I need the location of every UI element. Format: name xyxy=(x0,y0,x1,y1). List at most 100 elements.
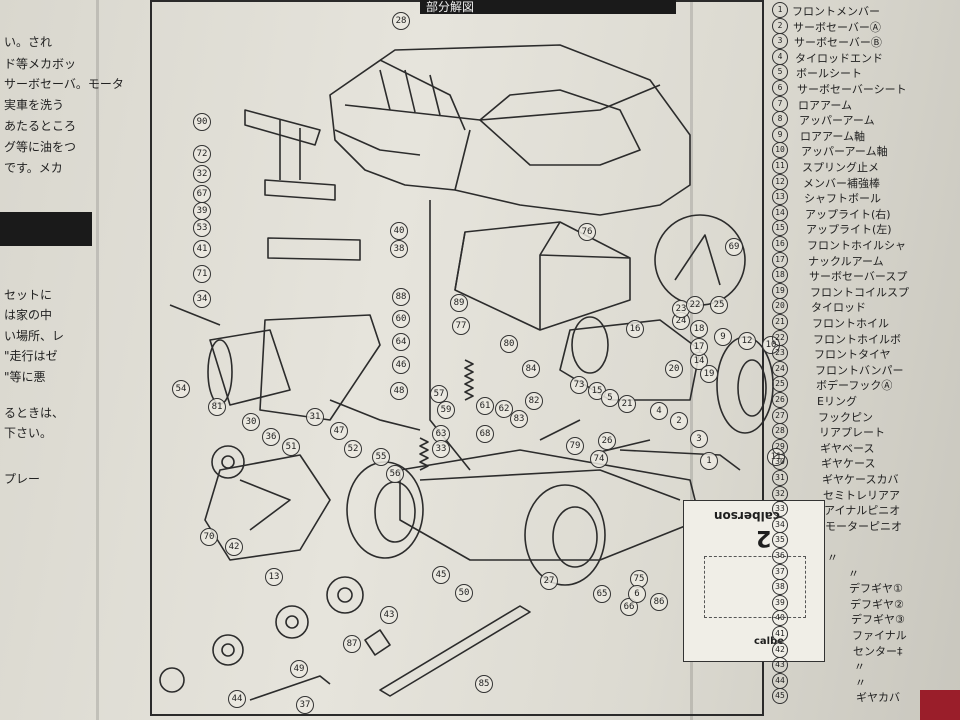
part-name: フロントバンパー xyxy=(815,363,904,377)
part-number: 39 xyxy=(772,594,788,611)
part-number: 8 xyxy=(772,111,788,128)
part-name: フロントホイル xyxy=(812,317,889,330)
part-callout: 12 xyxy=(738,332,756,350)
part-number: 2 xyxy=(772,17,788,34)
part-callout: 41 xyxy=(193,240,211,258)
part-number: 14 xyxy=(772,204,788,221)
left-instructions-column: い。され ド等メカボッ サーボセーバ。モータ 実車を洗う あたるところ グ等に油… xyxy=(0,0,124,720)
part-number: 29 xyxy=(772,438,788,455)
part-callout: 34 xyxy=(193,290,211,308)
part-name: サーボセーバースプ xyxy=(809,270,908,284)
corner-shadow xyxy=(920,690,960,720)
part-number: 6 xyxy=(772,80,788,96)
part-callout: 77 xyxy=(452,317,470,335)
part-number: 33 xyxy=(772,501,788,518)
part-name: サーボセーバーシート xyxy=(797,83,907,96)
part-name: セミトレリアア xyxy=(823,488,900,502)
part-callout: 86 xyxy=(650,593,668,611)
part-number: 36 xyxy=(772,548,788,564)
instruction-line: グ等に油をつ xyxy=(4,140,77,154)
part-name: ロアアーム xyxy=(798,98,853,112)
part-number: 43 xyxy=(772,657,788,674)
part-callout: 30 xyxy=(242,413,260,431)
part-callout: 37 xyxy=(296,696,314,714)
part-number: 13 xyxy=(772,189,788,206)
part-callout: 79 xyxy=(566,437,584,455)
part-number: 41 xyxy=(772,626,788,642)
part-name: アップライト(左) xyxy=(806,223,892,237)
part-callout: 65 xyxy=(593,585,611,603)
part-callout: 19 xyxy=(700,365,718,383)
instruction-line: るときは、 xyxy=(4,406,65,420)
part-callout: 71 xyxy=(193,265,211,283)
instruction-line: い場所、レ xyxy=(4,329,65,343)
part-name: 〃 xyxy=(855,675,866,689)
part-name: モーターピニオ xyxy=(825,519,902,533)
part-number: 11 xyxy=(772,158,788,174)
part-callout: 73 xyxy=(570,376,588,394)
paper-fold xyxy=(96,0,99,720)
part-callout: 51 xyxy=(282,438,300,456)
part-name: タイロッド xyxy=(811,301,866,315)
part-callout: 1 xyxy=(700,452,718,470)
part-number: 42 xyxy=(772,641,788,658)
part-name: ギヤベース xyxy=(820,441,875,455)
part-number: 28 xyxy=(772,423,788,440)
part-callout: 43 xyxy=(380,606,398,624)
part-callout: 31 xyxy=(306,408,324,426)
instruction-line: は家の中 xyxy=(4,308,53,322)
part-name: シャフトボール xyxy=(804,192,881,206)
part-callout: 47 xyxy=(330,422,348,440)
part-callout: 48 xyxy=(390,382,408,400)
part-name: アッパーアーム軸 xyxy=(801,145,888,159)
instruction-line: "走行はゼ xyxy=(4,349,58,363)
part-name: デフギヤ③ xyxy=(851,613,905,627)
part-callout: 76 xyxy=(578,223,596,241)
part-callout: 54 xyxy=(172,380,190,398)
part-name: ナックルアーム xyxy=(808,254,884,268)
part-name: サーボセーバーⒷ xyxy=(794,36,882,50)
part-number: 22 xyxy=(772,329,788,346)
part-number: 45 xyxy=(772,688,788,705)
part-name: アイナルピニオ xyxy=(824,504,901,518)
part-number: 5 xyxy=(772,64,788,81)
part-callout: 39 xyxy=(193,202,211,220)
part-number: 9 xyxy=(772,126,788,143)
part-name: Eリング xyxy=(817,395,857,408)
part-name: スプリング止メ xyxy=(802,161,879,174)
part-callout: 20 xyxy=(665,360,683,378)
part-name: デフギヤ② xyxy=(850,597,904,611)
part-number: 10 xyxy=(772,142,788,159)
decal-text: calbe xyxy=(754,636,785,647)
part-callout: 44 xyxy=(228,690,246,708)
part-callout: 88 xyxy=(392,288,410,306)
part-callout: 85 xyxy=(475,675,493,693)
instruction-line: "等に悪 xyxy=(4,370,46,384)
part-number: 27 xyxy=(772,407,788,424)
part-callout: 61 xyxy=(476,397,494,415)
part-callout: 27 xyxy=(540,572,558,590)
part-name: アップライト(右) xyxy=(805,207,891,221)
part-name: メンバー補強棒 xyxy=(803,176,880,190)
part-callout: 9 xyxy=(714,328,732,346)
part-number: 15 xyxy=(772,220,788,237)
part-callout: 26 xyxy=(598,432,616,450)
part-callout: 62 xyxy=(495,400,513,418)
part-callout: 56 xyxy=(386,465,404,483)
part-callout: 16 xyxy=(626,320,644,338)
instruction-line: あたるところ xyxy=(4,119,77,133)
part-callout: 40 xyxy=(390,222,408,240)
part-callout: 64 xyxy=(392,333,410,351)
part-name: サーボセーバーⒶ xyxy=(793,20,881,34)
part-name: ロアアーム軸 xyxy=(800,129,866,143)
decal-stickers xyxy=(704,556,806,618)
part-number: 12 xyxy=(772,173,788,190)
part-number: 24 xyxy=(772,360,788,377)
part-callout: 2 xyxy=(670,412,688,430)
instruction-line: 下さい。 xyxy=(4,426,53,440)
instruction-line: プレー xyxy=(4,472,41,486)
part-callout: 5 xyxy=(601,389,619,407)
part-name: ギヤケース xyxy=(821,457,876,471)
part-callout: 53 xyxy=(193,219,211,237)
